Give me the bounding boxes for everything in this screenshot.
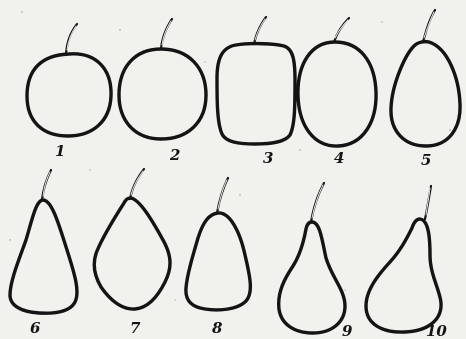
- pear-shape-4: 4: [298, 18, 376, 167]
- pear-shape-7: 7: [94, 169, 170, 337]
- shape-number-7: 7: [130, 319, 141, 337]
- shape-number-6: 6: [30, 319, 41, 337]
- pear-shape-6: 6: [10, 170, 77, 337]
- shape-number-2: 2: [169, 146, 180, 164]
- shape-number-5: 5: [421, 151, 431, 169]
- pear-shape-8: 8: [186, 178, 250, 337]
- shape-number-8: 8: [212, 319, 223, 337]
- pear-shape-1: 1: [27, 24, 111, 160]
- shape-number-1: 1: [55, 142, 65, 160]
- shape-number-4: 4: [334, 149, 344, 167]
- shape-number-10: 10: [426, 322, 447, 339]
- pear-shape-5: 5: [391, 10, 460, 169]
- pear-shape-9: 9: [279, 183, 353, 339]
- shape-number-3: 3: [263, 149, 273, 167]
- pear-shape-2: 2: [119, 19, 206, 164]
- pear-shape-3: 3: [217, 17, 295, 167]
- pear-shape-10: 10: [366, 186, 447, 339]
- shape-number-9: 9: [342, 322, 353, 339]
